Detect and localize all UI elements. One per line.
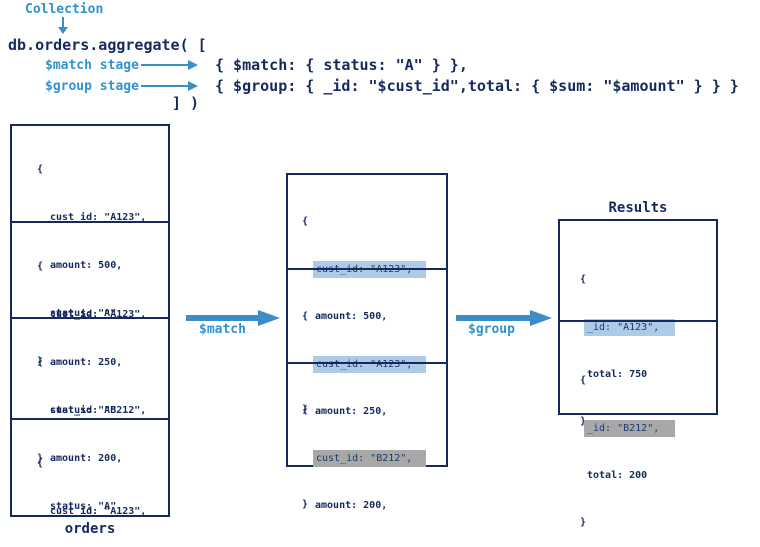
doc-field: amount: 200, bbox=[50, 453, 123, 464]
match-arrow-icon bbox=[186, 310, 280, 326]
doc-field: status: "A" bbox=[50, 405, 117, 416]
collection-label: Collection bbox=[25, 2, 104, 17]
doc-field: amount: 250, bbox=[315, 406, 388, 417]
doc-close-brace: } bbox=[302, 404, 309, 415]
doc-field: cust_id: "B212", bbox=[50, 405, 147, 416]
doc-close-brace: } bbox=[302, 499, 309, 510]
order-document-4: { cust_id: "A123", amount: 300, status: … bbox=[12, 418, 168, 517]
doc-open-brace: { bbox=[302, 405, 309, 416]
doc-open-brace: { bbox=[37, 261, 44, 272]
doc-open-brace: { bbox=[37, 458, 44, 469]
doc-field: amount: 250, bbox=[50, 357, 123, 368]
doc-close-brace: } bbox=[580, 414, 716, 430]
doc-field: cust_id: "A123", bbox=[50, 309, 147, 320]
doc-field: status: "A" bbox=[50, 308, 117, 319]
doc-open-brace: { bbox=[302, 216, 309, 227]
code-match-stage: { $match: { status: "A" } }, bbox=[215, 56, 468, 74]
highlighted-field: _id: "A123", bbox=[584, 318, 675, 336]
doc-field: amount: 500, bbox=[315, 311, 388, 322]
doc-open-brace: { bbox=[580, 274, 587, 285]
code-group-stage: { $group: { _id: "$cust_id",total: { $su… bbox=[215, 77, 739, 95]
match-stage-arrow-icon bbox=[141, 59, 198, 71]
match-arrow-label: $match bbox=[199, 322, 246, 337]
doc-field: amount: 500, bbox=[50, 260, 123, 271]
highlighted-field: cust_id: "B212", bbox=[313, 449, 426, 467]
orders-box-caption: orders bbox=[64, 521, 116, 537]
doc-field: cust_id: "A123", bbox=[50, 212, 147, 223]
matched-document-1: { cust_id: "A123", amount: 500, status: … bbox=[288, 175, 446, 415]
code-aggregate-open: db.orders.aggregate( [ bbox=[8, 36, 207, 54]
doc-field: cust_id: "A123", bbox=[50, 506, 147, 517]
matched-document-2: { cust_id: "A123", amount: 250, status: … bbox=[288, 268, 446, 510]
doc-field: total: 750 bbox=[587, 369, 648, 380]
doc-open-brace: { bbox=[37, 357, 44, 368]
matched-document-3: { cust_id: "B212", amount: 200, status: … bbox=[288, 362, 446, 547]
order-document-1: { cust_id: "A123", amount: 500, status: … bbox=[12, 126, 168, 367]
group-arrow-label: $group bbox=[468, 322, 515, 337]
doc-close-brace: } bbox=[37, 453, 44, 464]
orders-collection-box: { cust_id: "A123", amount: 500, status: … bbox=[10, 124, 170, 517]
doc-close-brace: } bbox=[580, 516, 587, 528]
results-title: Results bbox=[608, 200, 668, 216]
group-arrow-icon bbox=[456, 310, 552, 326]
doc-field: total: 200 bbox=[587, 470, 648, 481]
result-document-1: { _id: "A123", total: 750 } bbox=[560, 221, 716, 427]
highlighted-field: cust_id: "A123", bbox=[313, 355, 426, 373]
doc-open-brace: { bbox=[580, 375, 587, 386]
result-document-2: { _id: "B212", total: 200 } bbox=[560, 320, 716, 528]
doc-open-brace: { bbox=[37, 164, 44, 175]
collection-down-arrow-icon bbox=[57, 17, 69, 34]
results-box: { _id: "A123", total: 750 } { _id: "B212… bbox=[558, 219, 718, 528]
doc-field: amount: 200, bbox=[315, 500, 388, 511]
matched-documents-box: { cust_id: "A123", amount: 500, status: … bbox=[286, 173, 448, 547]
doc-open-brace: { bbox=[302, 311, 309, 322]
group-stage-label: $group stage bbox=[45, 79, 139, 94]
match-stage-label: $match stage bbox=[45, 58, 139, 73]
highlighted-field: _id: "B212", bbox=[584, 419, 675, 437]
doc-close-brace: } bbox=[37, 356, 44, 367]
doc-field: status: "A" bbox=[50, 501, 117, 512]
order-document-2: { cust_id: "A123", amount: 250, status: … bbox=[12, 221, 168, 464]
code-aggregate-close: ] ) bbox=[172, 94, 200, 112]
order-document-3: { cust_id: "B212", amount: 200, status: … bbox=[12, 317, 168, 512]
group-stage-arrow-icon bbox=[141, 80, 198, 92]
